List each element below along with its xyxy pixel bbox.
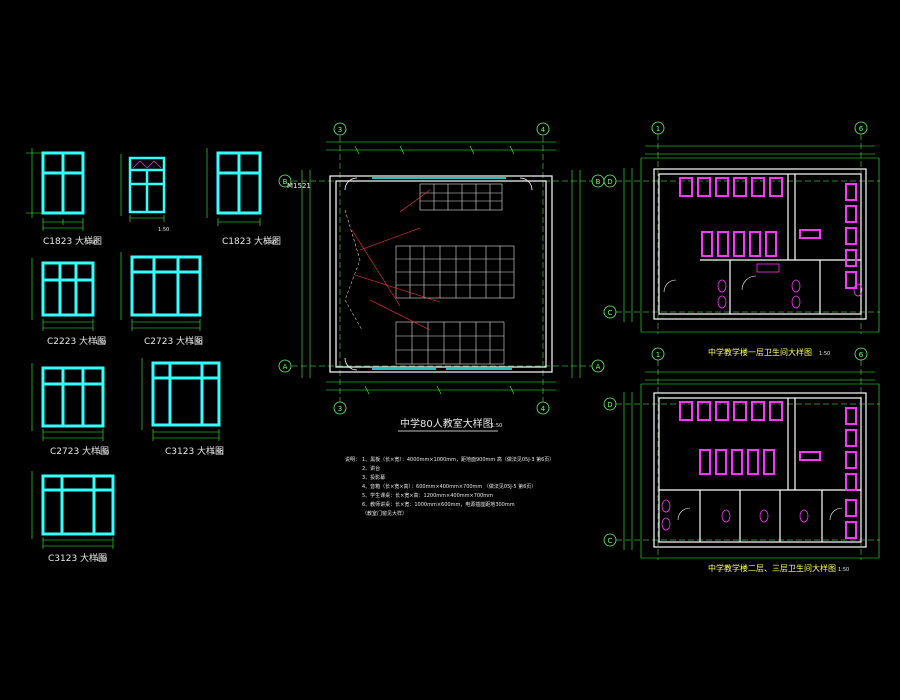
toilet-plan-first-floor: 1 6 D C: [603, 121, 880, 357]
axis-label: D: [607, 401, 612, 409]
toilet-plan-2-scale: 1:50: [838, 567, 849, 573]
axis-bubble: [278, 359, 292, 373]
toilet-plan-1-scale: 1:50: [819, 351, 830, 357]
window-detail-c2723-b: C2723 大样图 1:50: [31, 363, 109, 457]
axis-bubble: [333, 122, 347, 136]
axis-label: 6: [859, 125, 864, 133]
classroom-plan: 3 4 3 4 B A B A: [278, 122, 605, 517]
toilet-stalls: [679, 401, 857, 539]
window-detail-c1823-a: C1823 大样图 1:50: [26, 148, 102, 247]
dimension-lines: [301, 141, 581, 395]
window-detail-scale: 1:50: [95, 340, 106, 346]
window-detail-scale: 1:50: [86, 240, 97, 246]
window-detail-scale: 1:50: [96, 557, 107, 563]
axis-bubble: [603, 305, 617, 319]
window-detail-c2723-a: C2723 大样图 1:50: [120, 252, 203, 347]
axis-label: 4: [541, 126, 546, 134]
note-line: 1、黑板（长×宽）：4000mm×1000mm，距地面900mm 高（做法见05…: [362, 456, 554, 463]
window-detail-c2223: C2223 大样图 1:50: [31, 258, 106, 347]
axis-label: 3: [338, 405, 342, 413]
axis-bubble: [536, 122, 550, 136]
axis-bubble: [603, 533, 617, 547]
axis-label: B: [283, 178, 288, 186]
axis-bubble: [854, 347, 868, 361]
note-line: 6、教师讲桌：长×宽：1000mm×600mm，电源插座距地300mm: [362, 501, 515, 508]
note-line: 4、音箱（长×宽×高）：600mm×400mm×700mm （做法见05J-5 …: [362, 483, 536, 490]
axis-bubble: [536, 401, 550, 415]
note-line: 5、学生课桌：长×宽×高：1200mm×400mm×700mm: [362, 492, 493, 499]
axis-bubble: [591, 359, 605, 373]
axis-label: 3: [338, 126, 342, 134]
student-desks: [395, 183, 515, 365]
axis-label: A: [596, 363, 601, 371]
axis-label: 1: [656, 125, 660, 133]
axis-bubble: [603, 174, 617, 188]
axis-bubble: [651, 121, 665, 135]
window-detail-scale: 1:50: [158, 227, 169, 233]
window-detail-title: C2723 大样图: [144, 335, 203, 347]
stair-zigzag: [344, 209, 363, 331]
axis-label: 4: [541, 405, 546, 413]
axis-bubble: [854, 121, 868, 135]
classroom-walls: [329, 175, 553, 373]
window-detail-c3123-b: C3123 大样图 1:50: [31, 471, 115, 564]
notes-heading: 说明：: [345, 456, 360, 463]
toilet-plan-upper-floors: 1 6 D C: [603, 347, 880, 573]
window-detail-title: C3123 大样图: [165, 445, 224, 457]
classroom-plan-title: 中学80人教室大样图: [400, 417, 493, 430]
window-detail-title: C1823 大样图: [43, 235, 102, 247]
axis-label: A: [283, 363, 288, 371]
note-line: 3、投影幕: [362, 474, 385, 481]
axis-bubble: [651, 347, 665, 361]
axis-bubble: [333, 401, 347, 415]
window-detail-title: C1823 大样图: [222, 235, 281, 247]
window-detail-scale: 1:50: [265, 240, 276, 246]
axis-label: C: [608, 309, 613, 317]
toilet-plan-1-title: 中学教学楼一层卫生间大样图: [708, 347, 812, 357]
toilet-stalls: [679, 177, 857, 289]
window-detail-c1823-c: C1823 大样图 1:50: [206, 148, 281, 247]
window-detail-title: C3123 大样图: [48, 552, 107, 564]
axis-label: D: [607, 178, 612, 186]
classroom-notes: 说明： 1、黑板（长×宽）：4000mm×1000mm，距地面900mm 高（做…: [345, 456, 554, 517]
window-detail-title: C2723 大样图: [50, 445, 109, 457]
axis-label: 6: [859, 351, 864, 359]
classroom-plan-scale: 1:50: [491, 423, 502, 429]
toilet-plan-2-title: 中学教学楼二层、三层卫生间大样图: [708, 563, 836, 573]
window-detail-scale: 1:50: [212, 450, 223, 456]
axis-label: B: [596, 178, 601, 186]
window-detail-scale: 1:50: [191, 340, 202, 346]
window-detail-c3123-a: C3123 大样图 1:50: [141, 358, 224, 457]
axis-label: C: [608, 537, 613, 545]
classroom-windows: [372, 177, 512, 370]
note-line: 2、讲台: [362, 465, 380, 472]
axis-label: 1: [656, 351, 660, 359]
axis-bubble: [278, 174, 292, 188]
window-detail-title: C2223 大样图: [47, 335, 106, 347]
classroom-door: [344, 177, 533, 371]
window-detail-door-b: 1:50: [120, 154, 169, 233]
axis-bubble: [603, 397, 617, 411]
window-detail-scale: 1:50: [98, 450, 109, 456]
note-line: （教室门窗见大样）: [362, 510, 407, 517]
door-tag: M1521: [287, 182, 311, 190]
annotation-leaders: [351, 189, 441, 331]
